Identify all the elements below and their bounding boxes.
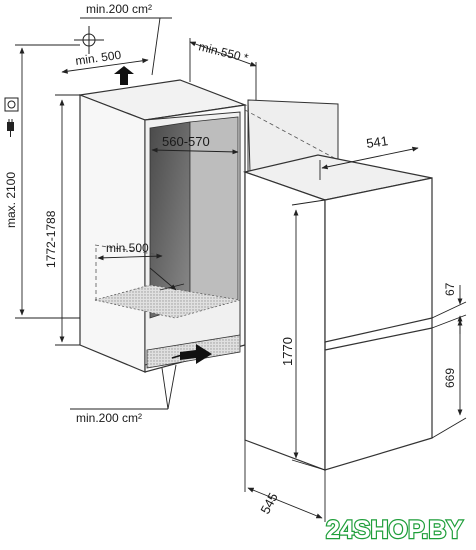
gap-67-label: 67 <box>443 282 457 296</box>
plinth-depth-label: min.500 <box>106 241 149 255</box>
power-socket-icon <box>4 97 19 112</box>
niche-width-label: 560-570 <box>162 134 210 149</box>
fridge-lower-door <box>324 327 433 471</box>
bottom-vent-label: min.200 cm² <box>76 411 142 425</box>
airflow-up-arrow-icon <box>114 66 134 85</box>
niche-floor <box>94 284 241 319</box>
fridge-left-side <box>244 171 326 471</box>
max-height-label: max. 2100 <box>4 172 18 228</box>
dimension-lines <box>15 38 467 522</box>
fridge-appliance <box>242 154 433 471</box>
fridge-upper-door <box>324 177 433 343</box>
top-depth-label: min. 500 <box>74 48 122 68</box>
power-plug-icon <box>7 119 14 137</box>
ventilation-crosshair-icon <box>74 26 104 54</box>
niche-height-label: 1772-1788 <box>44 210 58 268</box>
door-clearance-label: min.550 * <box>197 39 250 65</box>
appliance-height-label: 1770 <box>280 337 295 366</box>
airflow-arrow-icon <box>171 344 212 364</box>
top-vent-leader <box>80 17 172 76</box>
appliance-depth-label: 545 <box>257 490 280 516</box>
lower-door-label: 669 <box>443 368 457 388</box>
appliance-width-label: 541 <box>365 133 389 151</box>
top-vent-label: min.200 cm² <box>86 2 152 16</box>
watermark-logo: 24SHOP.BY <box>326 516 463 544</box>
